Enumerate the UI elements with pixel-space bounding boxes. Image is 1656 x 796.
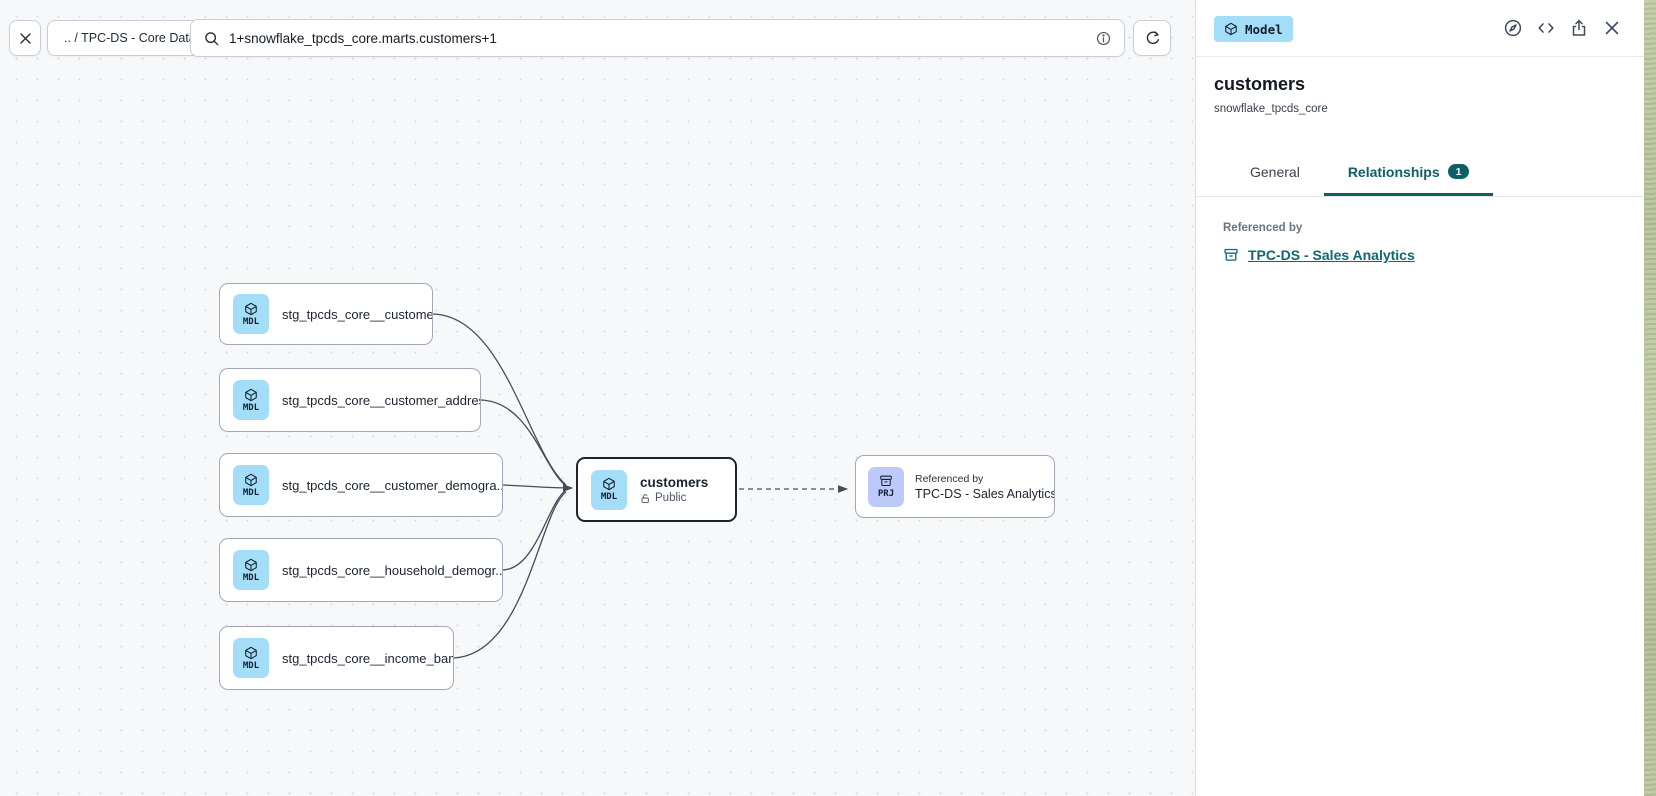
node-stg-income-band[interactable]: MDL stg_tpcds_core__income_band (219, 626, 454, 690)
tab-general[interactable]: General (1226, 150, 1324, 196)
node-stg-customer-address[interactable]: MDL stg_tpcds_core__customer_address (219, 368, 481, 432)
cube-icon (244, 302, 258, 316)
panel-header: Model (1196, 0, 1644, 57)
cube-icon (244, 646, 258, 660)
badge-label: MDL (242, 316, 260, 327)
search-icon (203, 30, 220, 47)
project-reference-link[interactable]: TPC-DS - Sales Analytics (1248, 247, 1415, 263)
lock-open-icon (640, 493, 651, 504)
search-input[interactable]: 1+snowflake_tpcds_core.marts.customers+1 (229, 30, 497, 46)
node-stg-customer-demographics[interactable]: MDL stg_tpcds_core__customer_demogra... (219, 453, 503, 517)
tab-relationships[interactable]: Relationships 1 (1323, 150, 1494, 196)
archive-icon (879, 474, 893, 488)
close-lineage-button[interactable] (9, 20, 41, 56)
edge-customer-demographics (501, 484, 574, 492)
close-panel-icon[interactable] (1602, 18, 1622, 38)
node-referencing-project[interactable]: PRJ Referenced by TPC-DS - Sales Analyti… (855, 455, 1055, 518)
panel-tabs: General Relationships 1 (1196, 150, 1644, 197)
model-type-badge: MDL (233, 294, 269, 334)
archive-icon (1223, 247, 1239, 263)
access-label: Public (655, 492, 687, 504)
badge-label: MDL (242, 660, 260, 671)
model-type-badge: MDL (233, 638, 269, 678)
node-title: TPC-DS - Sales Analytics (915, 486, 1055, 501)
edge-customer-address (480, 399, 567, 487)
desktop-wallpaper-strip (1644, 0, 1656, 796)
model-type-badge: MDL (233, 380, 269, 420)
close-icon (18, 31, 33, 46)
lineage-search[interactable]: 1+snowflake_tpcds_core.marts.customers+1 (190, 19, 1125, 57)
tab-label: General (1250, 163, 1300, 180)
node-label: stg_tpcds_core__customer_demogra... (282, 477, 503, 493)
cube-icon (244, 558, 258, 572)
panel-title: customers (1214, 74, 1306, 94)
badge-label: MDL (600, 492, 618, 502)
info-icon[interactable] (1095, 30, 1112, 47)
node-title: customers (640, 475, 709, 490)
details-panel: Model customers snowflake_tpcds_core (1195, 0, 1644, 796)
cube-icon (1224, 22, 1238, 36)
referenced-by-row: TPC-DS - Sales Analytics (1223, 247, 1415, 263)
share-icon[interactable] (1569, 18, 1589, 38)
badge-label: MDL (242, 572, 260, 583)
node-label: stg_tpcds_core__customer (282, 306, 433, 322)
node-label: stg_tpcds_core__household_demogr... (282, 562, 503, 578)
edge-income-band (453, 491, 567, 659)
node-customers-selected[interactable]: MDL customers Public (576, 457, 737, 522)
badge-label: MDL (242, 487, 260, 498)
project-type-badge: PRJ (868, 466, 904, 507)
edge-household-demographics (501, 489, 567, 571)
node-kicker: Referenced by (915, 472, 984, 485)
tab-label: Relationships (1347, 163, 1440, 180)
node-label: stg_tpcds_core__customer_address (282, 392, 481, 408)
refresh-icon (1144, 30, 1161, 47)
explore-compass-icon[interactable] (1503, 18, 1523, 38)
cube-icon (244, 388, 258, 402)
refresh-button[interactable] (1133, 20, 1171, 56)
model-type-badge: MDL (233, 550, 269, 590)
relationships-count-badge: 1 (1447, 164, 1470, 179)
node-stg-customer[interactable]: MDL stg_tpcds_core__customer (219, 283, 433, 345)
lineage-edges (432, 313, 849, 659)
referenced-by-label: Referenced by (1223, 222, 1303, 234)
badge-label: PRJ (877, 489, 895, 499)
node-stg-household-demographics[interactable]: MDL stg_tpcds_core__household_demogr... (219, 538, 503, 602)
cube-icon (244, 473, 258, 487)
node-label: stg_tpcds_core__income_band (282, 650, 454, 666)
model-type-badge: MDL (233, 465, 269, 505)
cube-icon (602, 477, 616, 491)
code-icon[interactable] (1536, 18, 1556, 38)
model-type-chip: Model (1214, 16, 1293, 42)
lineage-canvas[interactable]: .. / TPC-DS - Core Data Models 1+snowfla… (0, 0, 1195, 796)
type-chip-label: Model (1245, 21, 1283, 37)
badge-label: MDL (242, 402, 260, 413)
panel-subtitle: snowflake_tpcds_core (1214, 103, 1328, 115)
model-type-badge: MDL (591, 469, 627, 510)
